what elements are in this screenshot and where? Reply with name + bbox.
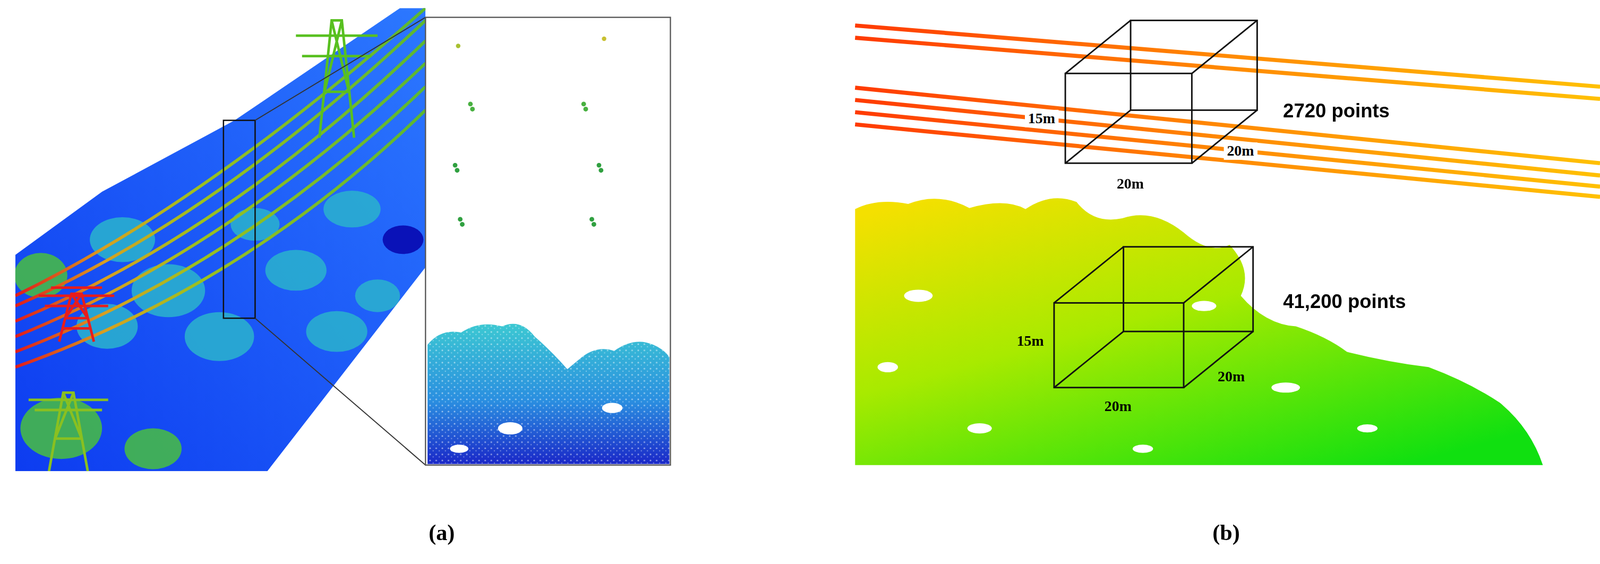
zoom-frame xyxy=(223,120,256,319)
point-count-label: 41,200 points xyxy=(1282,291,1406,314)
wire-point xyxy=(591,221,597,227)
scene-a xyxy=(15,7,426,472)
tower-red xyxy=(38,287,115,342)
gap xyxy=(967,423,992,434)
wire-point xyxy=(596,163,602,168)
gap xyxy=(498,422,523,435)
vegetation xyxy=(854,198,1543,466)
power-line xyxy=(15,109,426,367)
wire-point xyxy=(598,167,604,173)
wire-point xyxy=(452,163,458,168)
gap xyxy=(1132,444,1153,453)
gap xyxy=(1191,301,1217,312)
wire xyxy=(854,124,1600,197)
gap xyxy=(602,403,623,414)
tower-green-low xyxy=(28,392,109,472)
dimension-label: 20m xyxy=(1116,175,1144,193)
wire-point xyxy=(456,43,461,48)
gap xyxy=(1271,382,1300,393)
power-line xyxy=(15,63,426,337)
tree xyxy=(305,311,367,353)
inset-frame xyxy=(425,17,671,466)
dimension-label: 15m xyxy=(1024,109,1059,127)
wire-point xyxy=(459,221,465,227)
wire-point xyxy=(583,106,589,112)
wire-point xyxy=(467,101,473,107)
panel-label: (b) xyxy=(1212,519,1240,546)
wire xyxy=(854,37,1600,99)
wire-point xyxy=(469,106,475,112)
tower-arms xyxy=(295,35,378,56)
ground xyxy=(15,7,426,472)
tree xyxy=(184,312,255,362)
water xyxy=(382,225,424,254)
power-line xyxy=(15,86,426,352)
cube-bottom xyxy=(1054,246,1254,388)
tree xyxy=(355,279,401,312)
cube-edges xyxy=(1054,246,1254,388)
wire-point xyxy=(601,36,606,41)
tree xyxy=(124,428,182,470)
leader-line xyxy=(254,17,426,121)
power-line xyxy=(15,20,426,306)
wire xyxy=(854,87,1600,164)
tower-body xyxy=(319,20,354,138)
power-line xyxy=(15,40,426,322)
point-count-label: 2720 points xyxy=(1282,99,1390,123)
dimension-label: 20m xyxy=(1104,397,1132,415)
wires-b xyxy=(854,25,1600,198)
vegetation-gaps xyxy=(877,289,1379,453)
wire xyxy=(854,25,1600,87)
tower-body xyxy=(58,293,94,342)
dimension-label: 20m xyxy=(1224,142,1258,160)
wire xyxy=(854,99,1600,176)
tree xyxy=(323,190,381,228)
tower-arms xyxy=(28,399,109,410)
inset-trees-speck xyxy=(427,323,670,465)
wire-point xyxy=(457,216,463,222)
wire-points xyxy=(452,36,607,227)
tower-green xyxy=(295,20,378,138)
inset-trees xyxy=(427,323,670,465)
dimension-label: 20m xyxy=(1217,368,1245,385)
tree xyxy=(265,250,327,292)
gap xyxy=(903,289,933,302)
cube-face xyxy=(1054,302,1184,388)
tower-body xyxy=(48,392,88,472)
tower-arms xyxy=(38,287,115,307)
cube-face xyxy=(1123,246,1254,332)
wire-point xyxy=(581,101,587,107)
gap xyxy=(877,362,898,373)
gap xyxy=(449,444,469,453)
cube-top xyxy=(1065,20,1257,164)
gap xyxy=(1357,424,1378,433)
wire xyxy=(854,112,1600,187)
cube-face xyxy=(1065,73,1192,164)
cube-face xyxy=(1130,20,1257,110)
power-line xyxy=(15,7,426,296)
power-lines xyxy=(15,7,426,367)
tree xyxy=(131,263,205,318)
dimension-label: 15m xyxy=(1016,332,1045,350)
leader-line xyxy=(254,318,426,466)
wire-point xyxy=(454,167,460,173)
cube-edges xyxy=(1065,20,1257,164)
wire-point xyxy=(589,216,595,222)
panel-label: (a) xyxy=(428,519,455,546)
